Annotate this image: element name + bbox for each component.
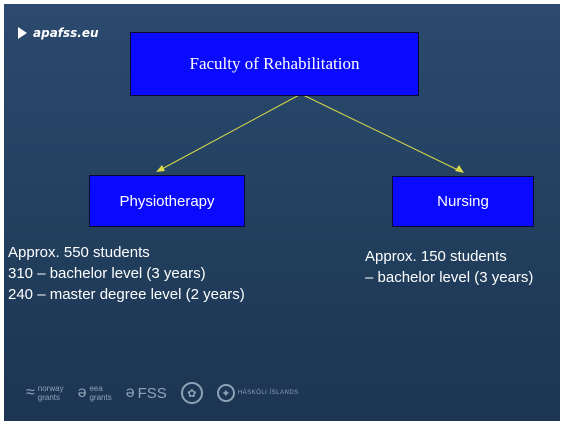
- faculty-box: Faculty of Rehabilitation: [130, 32, 419, 96]
- physiotherapy-label: Physiotherapy: [119, 192, 215, 210]
- university-seal-icon: ✦: [216, 384, 235, 402]
- fss-logo: ə FSS: [126, 384, 167, 402]
- crest-logo: ✿: [180, 382, 203, 404]
- physiotherapy-info: Approx. 550 students 310 – bachelor leve…: [8, 242, 245, 305]
- arrowhead-nursing: [455, 165, 464, 173]
- faculty-label: Faculty of Rehabilitation: [189, 54, 360, 73]
- norway-logo-text: norway: [37, 384, 64, 393]
- slide: apafss.eu Faculty of Rehabilitation Phys…: [4, 4, 560, 421]
- connector-to-physiotherapy: [159, 93, 302, 171]
- nursing-box: Nursing: [392, 176, 534, 227]
- physiotherapy-info-line: Approx. 550 students: [8, 244, 150, 261]
- wave-icon: ≈: [26, 384, 35, 401]
- connector-to-nursing: [300, 93, 461, 172]
- brand: apafss.eu: [18, 26, 99, 40]
- norway-logo-subtext: grants: [37, 393, 61, 402]
- brand-text: apafss.eu: [33, 26, 99, 40]
- footer-logos: ≈ norway grants ə eea grants ə FSS ✿ ✦ H…: [26, 382, 299, 404]
- nursing-info-line: Approx. 150 students: [365, 248, 507, 265]
- fss-logo-text: FSS: [137, 384, 167, 402]
- nursing-label: Nursing: [437, 193, 489, 210]
- arrowhead-physiotherapy: [156, 165, 165, 172]
- university-logo-text: HÁSKÓLI ÍSLANDS: [237, 390, 299, 396]
- arrow-right-icon: [18, 27, 27, 39]
- physiotherapy-info-line: 310 – bachelor level (3 years): [8, 265, 206, 282]
- physiotherapy-info-line: 240 – master degree level (2 years): [8, 286, 245, 303]
- eea-grants-logo: ə eea grants: [78, 384, 112, 402]
- university-logo: ✦ HÁSKÓLI ÍSLANDS: [216, 384, 299, 402]
- nursing-info: Approx. 150 students – bachelor level (3…: [365, 246, 533, 288]
- eea-swirl-icon: ə: [77, 384, 87, 401]
- fss-swirl-icon: ə: [125, 384, 135, 401]
- norway-grants-logo: ≈ norway grants: [26, 384, 64, 402]
- eea-logo-text: eea: [89, 384, 103, 393]
- eea-logo-subtext: grants: [89, 393, 112, 402]
- crest-icon: ✿: [180, 382, 203, 404]
- nursing-info-line: – bachelor level (3 years): [365, 269, 534, 286]
- physiotherapy-box: Physiotherapy: [89, 175, 245, 227]
